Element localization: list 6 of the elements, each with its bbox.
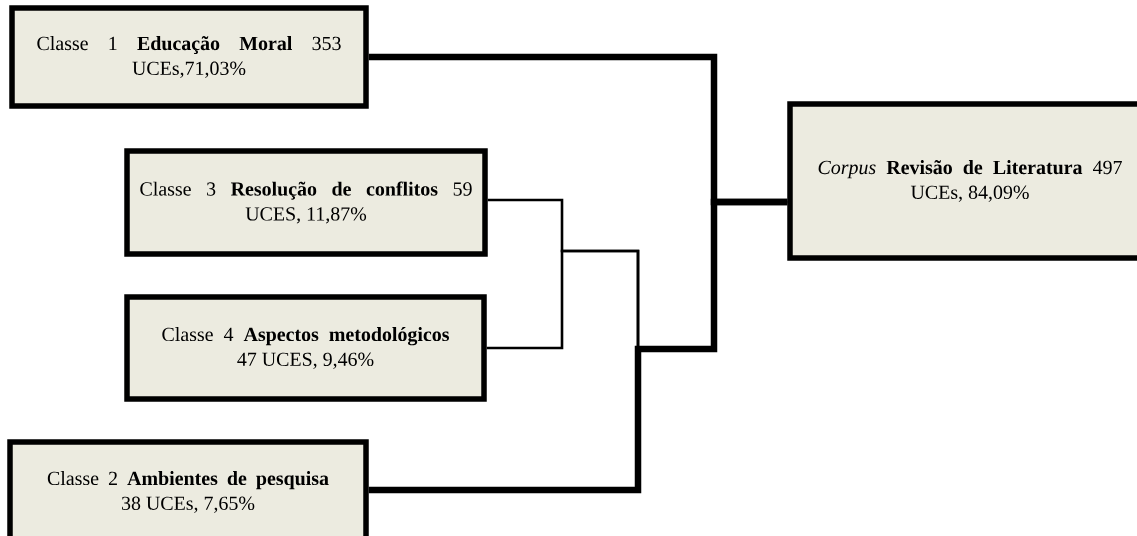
class-box: Classe 3 Resolução de conflitos 59 UCES, 11,87% xyxy=(124,148,488,257)
connector-line xyxy=(368,198,788,494)
class-box: Classe 2 Ambientes de pesquisa 38 UCEs, 7,65% xyxy=(7,439,369,536)
class-box: Classe 4 Aspectos metodológicos 47 UCES, 9,46% xyxy=(124,294,487,402)
class-box: Corpus Revisão de Literatura 497 UCEs, 84,09% xyxy=(787,101,1137,261)
class-box: Classe 1 Educação Moral 353 UCEs,71,03% xyxy=(9,5,369,109)
